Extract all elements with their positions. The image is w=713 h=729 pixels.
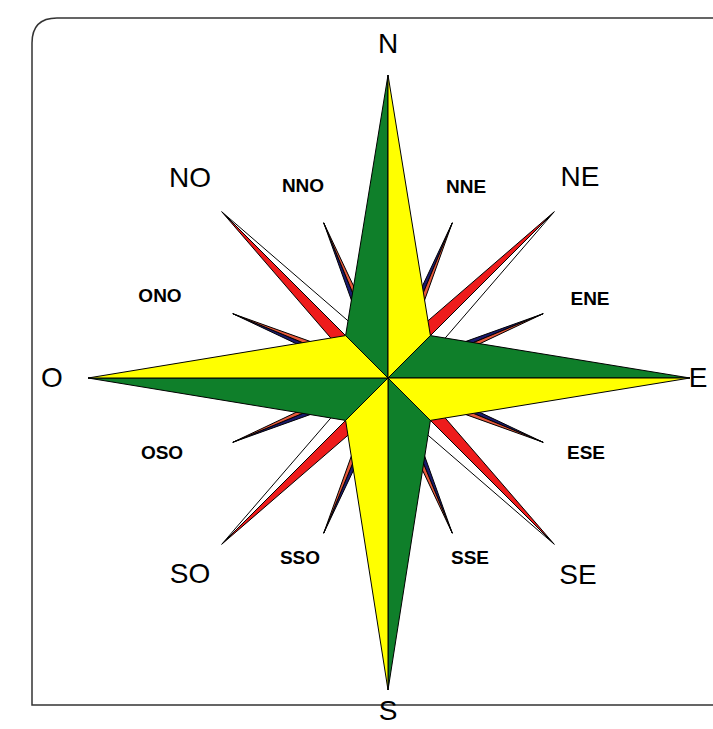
direction-label: NO [169,164,211,192]
direction-label: N [378,30,398,58]
direction-label: ENE [570,289,609,308]
cardinal-point [346,75,388,378]
direction-label: NNE [446,177,486,196]
direction-label: O [41,364,63,392]
direction-label: SSE [451,548,489,567]
compass-star [88,75,690,690]
cardinal-point [346,378,388,690]
direction-label: ESE [567,443,605,462]
cardinal-point [88,336,388,378]
frame-border [32,18,713,705]
direction-label: SE [559,561,596,589]
cardinal-point [388,336,690,378]
cardinal-point [388,378,430,690]
direction-label: OSO [141,443,183,462]
direction-label: S [379,697,398,725]
cardinal-point [88,378,388,420]
cardinal-point [388,75,430,378]
direction-label: ONO [138,286,181,305]
direction-label: NNO [282,176,324,195]
direction-label: NE [561,163,600,191]
direction-label: SO [170,560,210,588]
direction-label: SSO [280,548,320,567]
direction-label: E [689,364,708,392]
cardinal-point [388,378,690,420]
